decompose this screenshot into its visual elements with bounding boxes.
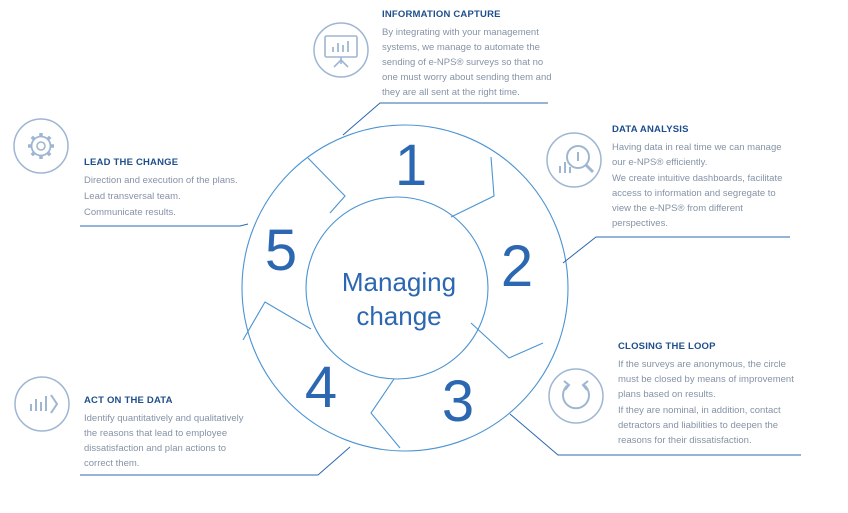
inner-ring [305,196,489,380]
outer-ring [241,124,569,452]
step-heading: CLOSING THE LOOP [618,341,716,352]
step-number-1: 1 [395,133,427,198]
segment-divider [307,157,346,214]
step-block-data-analysis: DATA ANALYSIS Having data in real time w… [612,124,792,231]
segment-divider [242,301,312,341]
step-heading: LEAD THE CHANGE [84,157,179,168]
connector-line-3 [509,413,801,456]
step-description: Lead transversal team. [84,191,181,202]
connector-line-2 [562,236,790,264]
step-block-lead-the-change: LEAD THE CHANGE Direction and execution … [84,157,254,220]
step-description: If the surveys are anonymous, the circle… [618,359,794,400]
step-description: Identify quantitatively and qualitativel… [84,413,244,469]
connector-line-5 [80,223,249,227]
step-description: Having data in real time we can manage o… [612,142,782,168]
step-block-information-capture: INFORMATION CAPTURE By integrating with … [382,9,554,100]
step-heading: INFORMATION CAPTURE [382,9,501,20]
center-label-line2: change [356,301,441,331]
center-label-line1: Managing [342,267,456,297]
segment-divider [470,322,544,359]
step-description: Communicate results. [84,207,176,218]
gear-icon [13,118,69,174]
presentation-chart-icon [313,22,369,78]
step-number-5: 5 [265,218,297,283]
step-description: If they are nominal, in addition, contac… [618,405,781,446]
step-block-closing-the-loop: CLOSING THE LOOP If the surveys are anon… [618,341,806,448]
magnifier-chart-icon [546,132,602,188]
bar-chart-arrow-icon [14,376,70,432]
loop-arrows-icon [548,368,604,424]
step-description: We create intuitive dashboards, facilita… [612,173,783,229]
step-number-3: 3 [442,369,474,434]
step-number-4: 4 [305,355,337,420]
connector-line-1 [342,102,548,136]
step-heading: DATA ANALYSIS [612,124,689,135]
step-description: By integrating with your management syst… [382,27,552,98]
segment-divider [370,378,401,449]
connector-line-4 [80,446,351,476]
segment-divider [450,156,495,218]
step-number-2: 2 [501,234,533,299]
step-heading: ACT ON THE DATA [84,395,173,406]
step-block-act-on-the-data: ACT ON THE DATA Identify quantitatively … [84,395,252,471]
step-description: Direction and execution of the plans. [84,175,238,186]
